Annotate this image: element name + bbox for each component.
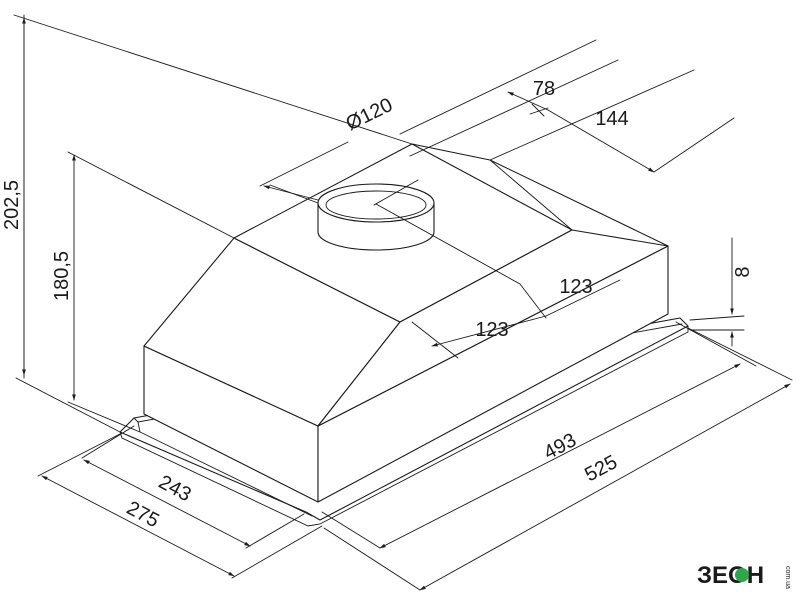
dim-duct-depth-a: 123 — [559, 276, 592, 298]
dim-flange: 8 — [732, 266, 754, 277]
brand-suffix: com.ua — [784, 566, 791, 589]
dim-total-height: 202,5 — [1, 180, 23, 230]
dim-duct-offset: 78 — [533, 78, 555, 100]
dim-duct-to-back: 144 — [595, 108, 628, 130]
dim-depth-inner: 243 — [155, 471, 195, 506]
dim-body-height: 180,5 — [51, 251, 73, 301]
duct-collar — [317, 183, 435, 251]
brand-logo: ЗЕОН com.ua — [697, 562, 791, 589]
dim-depth-outer: 275 — [123, 497, 163, 532]
dim-duct-depth-b: 123 — [475, 319, 508, 341]
dimension-lines — [13, 14, 793, 591]
dim-width-inner: 493 — [540, 429, 580, 464]
logo-accent-dot — [735, 568, 749, 582]
dim-duct-diameter: Ø120 — [343, 94, 397, 135]
brand-name: ЗЕОН — [697, 562, 764, 589]
